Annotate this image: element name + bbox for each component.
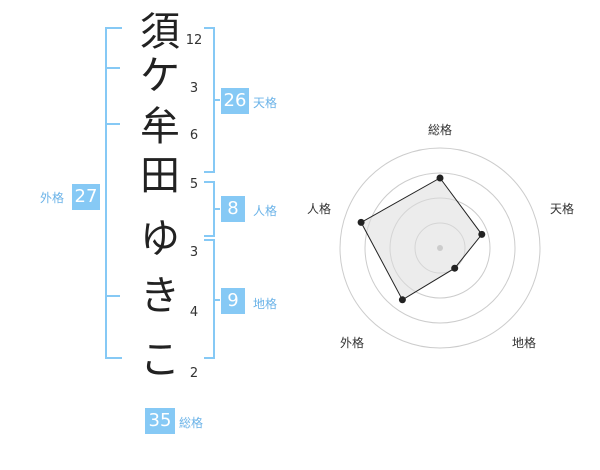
radar-ring-4 (339, 147, 541, 349)
radar-ring-3 (364, 172, 516, 324)
radar-label-tenkaku: 天格 (549, 202, 574, 216)
name-char-3: 牟 (140, 104, 180, 150)
radar-center-dot (437, 245, 443, 251)
soukaku-value: 35 (145, 408, 175, 434)
radar-label-jinkaku: 人格 (306, 202, 331, 216)
radar-point-gaikaku (398, 296, 406, 304)
gaikaku-label: 外格 (40, 191, 65, 205)
name-char-2: ケ (140, 53, 180, 99)
radar-score-polygon (360, 177, 483, 301)
radar-label-gaikaku: 外格 (339, 336, 364, 350)
radar-label-soukaku: 総格 (427, 123, 452, 137)
name-char-4: 田 (140, 153, 180, 199)
stroke-count-7: 2 (189, 366, 199, 381)
name-char-6: き (140, 273, 180, 319)
jinkaku-value: 8 (221, 196, 245, 222)
stroke-count-1: 12 (185, 33, 203, 48)
jinkaku-label: 人格 (253, 204, 278, 218)
radar-label-chikaku: 地格 (511, 336, 536, 350)
name-char-5: ゆ (140, 216, 180, 262)
radar-point-jinkaku (357, 218, 365, 226)
name-char-7: こ (140, 337, 180, 383)
stroke-count-5: 3 (189, 245, 199, 260)
chikaku-value: 9 (221, 288, 245, 314)
stroke-count-4: 5 (189, 177, 199, 192)
stroke-count-3: 6 (189, 128, 199, 143)
stroke-count-2: 3 (189, 81, 199, 96)
gaikaku-value: 27 (72, 184, 100, 210)
chikaku-label: 地格 (253, 297, 278, 311)
soukaku-label: 総格 (179, 416, 204, 430)
stroke-count-6: 4 (189, 305, 199, 320)
radar-point-chikaku (451, 264, 459, 272)
tenkaku-value: 26 (221, 88, 249, 114)
radar-point-soukaku (436, 174, 444, 182)
tenkaku-label: 天格 (253, 96, 278, 110)
radar-point-tenkaku (478, 230, 486, 238)
gaikaku-bracket (105, 27, 122, 359)
name-char-1: 須 (140, 9, 180, 55)
